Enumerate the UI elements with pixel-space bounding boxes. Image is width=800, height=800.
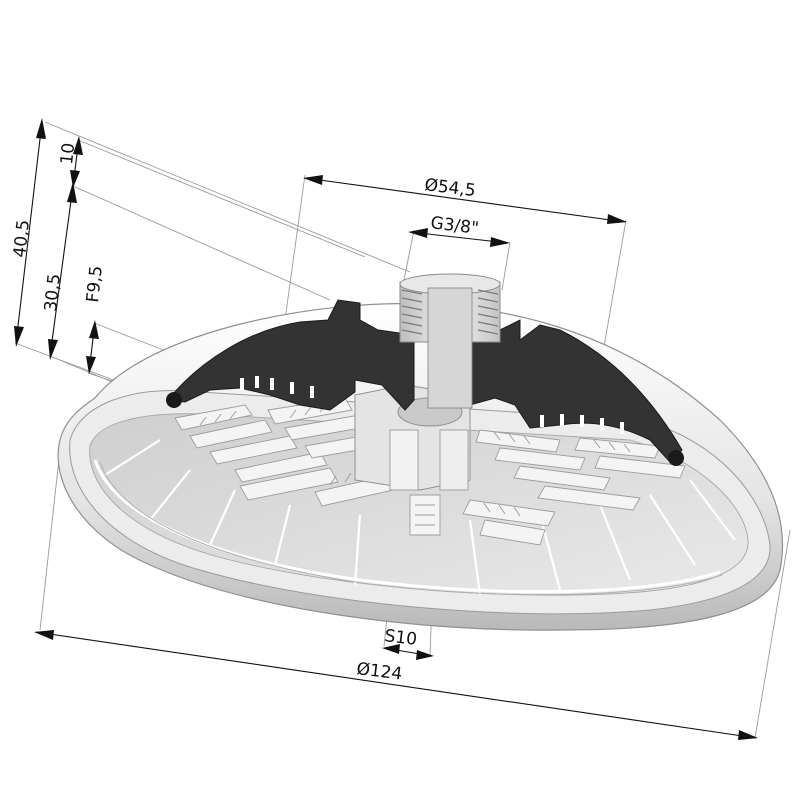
dim-width-key-label: S10 bbox=[383, 626, 418, 650]
dimension-lines bbox=[14, 118, 758, 740]
rim-edge-right bbox=[668, 450, 684, 466]
fin-striations bbox=[199, 403, 631, 526]
threaded-stem bbox=[399, 273, 501, 409]
rim-edge-left bbox=[166, 392, 182, 408]
suction-cup bbox=[57, 273, 784, 631]
dim-height-body-label: 30,5 bbox=[41, 273, 65, 313]
dim-flange-diameter-label: Ø54,5 bbox=[423, 175, 476, 201]
dim-height-total-label: 40,5 bbox=[10, 219, 34, 259]
rim-highlight bbox=[93, 459, 721, 594]
cross-section bbox=[167, 299, 683, 463]
dim-height-lip-label: 10 bbox=[57, 142, 79, 166]
thread-ridges bbox=[401, 289, 499, 335]
floor-ribs bbox=[104, 439, 736, 596]
dim-cup-diameter-label: Ø124 bbox=[355, 659, 403, 684]
section-teeth bbox=[240, 376, 624, 434]
dim-stroke-label: F9,5 bbox=[83, 265, 107, 304]
